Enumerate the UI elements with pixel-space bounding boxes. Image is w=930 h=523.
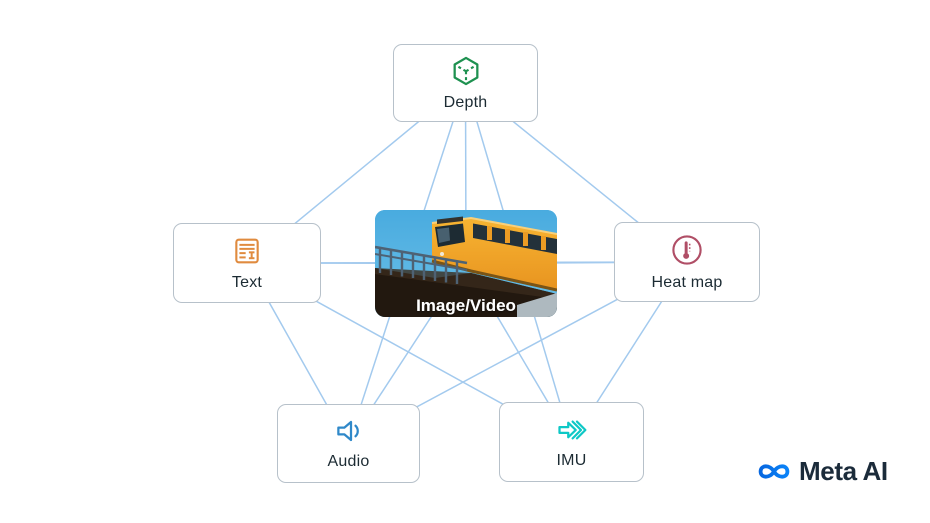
meta-infinity-icon xyxy=(758,464,790,479)
node-imu: IMU xyxy=(499,402,644,482)
train xyxy=(431,216,557,292)
node-depth: Depth xyxy=(393,44,538,122)
motion-arrows-icon xyxy=(557,420,587,440)
audio-label: Audio xyxy=(327,453,370,470)
node-audio: Audio xyxy=(277,404,420,483)
depth-label: Depth xyxy=(443,93,488,111)
meta-ai-logo-text: Meta AI xyxy=(799,456,888,486)
node-image-video: Image/Video xyxy=(375,210,557,317)
bridge-railing xyxy=(375,245,468,284)
speaker-icon xyxy=(336,420,359,442)
node-heat-map: Heat map xyxy=(614,222,760,302)
meta-ai-logo: Meta AI xyxy=(756,456,888,487)
heat-map-label: Heat map xyxy=(651,273,723,291)
text-label: Text xyxy=(231,273,263,291)
node-text: Text xyxy=(173,223,321,303)
train-photo: Image/Video xyxy=(375,210,557,317)
imu-label: IMU xyxy=(556,451,587,469)
image-video-label: Image/Video xyxy=(416,296,516,315)
text-document-icon xyxy=(235,238,259,263)
thermometer-circle-icon xyxy=(672,234,702,265)
depth-cube-icon xyxy=(453,56,478,85)
